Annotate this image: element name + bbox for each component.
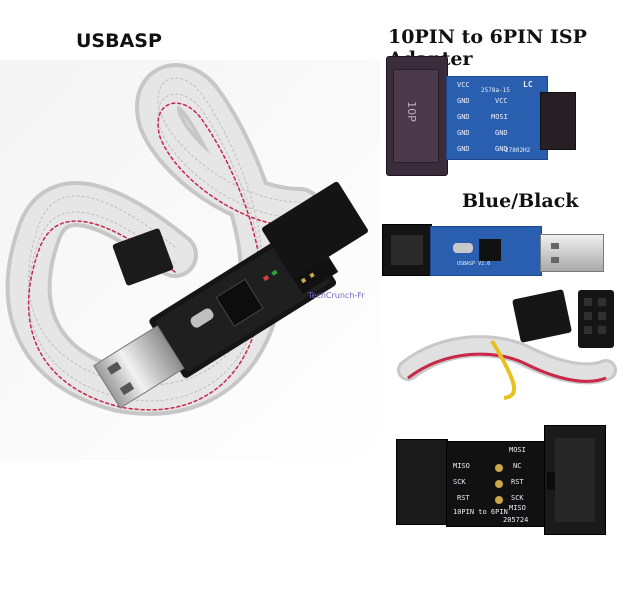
idc-plug-a [512, 289, 572, 343]
idc-plug-b [578, 290, 614, 348]
usbasp-title: USBASP [76, 30, 162, 52]
pin-gnd-r2: GND [495, 145, 508, 153]
pin-gnd-l1: GND [457, 97, 470, 105]
pcb-part-no: 27802H2 [505, 147, 531, 154]
pin-gnd-r1: GND [495, 129, 508, 137]
housing-label: 10P [404, 101, 418, 122]
pin-gnd-l4: GND [457, 145, 470, 153]
header-10pin [544, 425, 606, 535]
pin-nc-r: NC [513, 462, 522, 470]
pin-gnd-l2: GND [457, 113, 470, 121]
usbasp-chip [479, 239, 501, 261]
adapter-top-header [540, 92, 576, 150]
adapter-top-pcb: LC 2578a-15 VCC GND GND GND GND VCC MOSI… [446, 76, 548, 160]
adapter-bottom-pcb: MISO SCK RST MOSI NC RST SCK MISO 10PIN … [446, 441, 546, 527]
pin-vcc-l: VCC [457, 81, 470, 89]
pin-gnd-l3: GND [457, 129, 470, 137]
usbasp-crystal [453, 243, 473, 253]
idc-connector-board [262, 181, 368, 279]
pin-rst-l: RST [457, 494, 470, 502]
pin-sck-l: SCK [453, 478, 466, 486]
adapter-serial: 205724 [503, 516, 529, 524]
pin-rst-r: RST [511, 478, 524, 486]
pcb-logo: LC [523, 80, 533, 89]
idc-header-blue [382, 224, 432, 276]
pin-miso-l: MISO [453, 462, 470, 470]
pin-mosi-r: MOSI [491, 113, 508, 121]
adapter-caption: 10PIN to 6PIN [453, 508, 508, 516]
blue-black-title: Blue/Black [462, 190, 579, 212]
pcb-code: 2578a-15 [481, 87, 510, 94]
idc-connector-left [112, 228, 174, 286]
housing-10p: 10P [386, 56, 448, 176]
watermark: TechCrunch-Fr [308, 291, 365, 300]
usbasp-blue-pcb: USBASP V2.0 [430, 226, 542, 276]
adapter-top: 10P LC 2578a-15 VCC GND GND GND GND VCC … [380, 56, 580, 176]
pin-miso-r: MISO [509, 504, 526, 512]
usb-plug-blue [540, 234, 604, 272]
pin-vcc-r: VCC [495, 97, 508, 105]
usbasp-blue: USBASP V2.0 [382, 220, 622, 290]
pin-mosi-r: MOSI [509, 446, 526, 454]
adapter-bottom: MISO SCK RST MOSI NC RST SCK MISO 10PIN … [396, 425, 611, 535]
header-6pin [396, 439, 448, 525]
ribbon-cable-small [397, 289, 617, 400]
pin-sck-r: SCK [511, 494, 524, 502]
usbasp-board-text: USBASP V2.0 [457, 261, 491, 267]
usbasp-photo [0, 60, 380, 460]
